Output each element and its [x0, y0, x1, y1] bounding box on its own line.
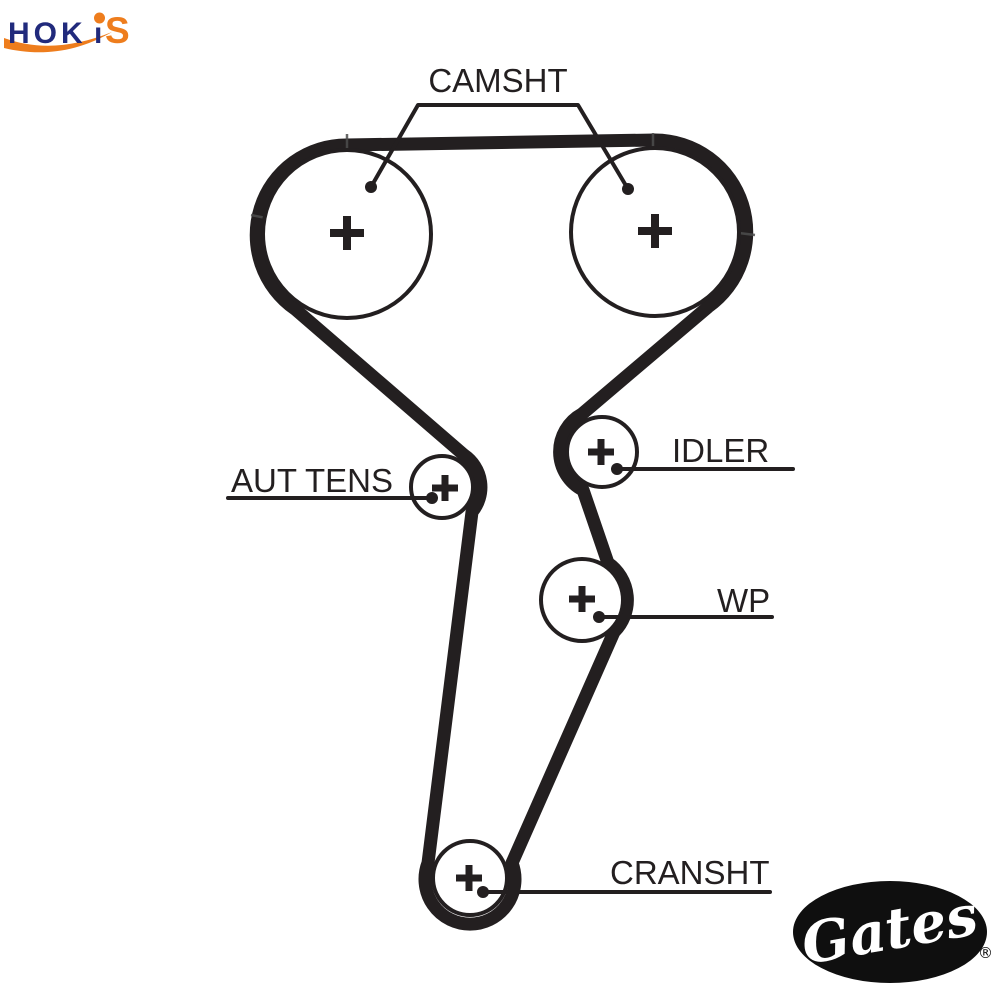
- camshaft-pulley-right: [569, 146, 741, 318]
- cross-mark: [456, 865, 482, 891]
- leader-dot: [426, 492, 438, 504]
- crankshaft-callout: CRANSHT: [477, 854, 772, 898]
- leader-dot: [611, 463, 623, 475]
- timing-mark-right-cam-side: [738, 231, 756, 237]
- camshaft-leader-line: [369, 103, 630, 191]
- cross-mark: [432, 475, 458, 501]
- water-pump-callout: WP: [593, 582, 774, 623]
- hokis-wordmark-hok: HOK: [8, 17, 87, 50]
- tensioner-callout: AUT TENS: [226, 462, 438, 504]
- camshaft-callout: CAMSHT: [365, 62, 634, 195]
- gates-logo: Gates ®: [793, 881, 993, 983]
- water-pump-pulley: [539, 557, 625, 643]
- label-idler: IDLER: [672, 432, 769, 469]
- crankshaft-pulley: [431, 839, 509, 917]
- camshaft-pulley-left: [261, 148, 433, 320]
- label-crankshaft: CRANSHT: [610, 854, 770, 891]
- label-water-pump: WP: [717, 582, 770, 619]
- gates-logo-oval: [793, 881, 987, 983]
- label-tensioner: AUT TENS: [231, 462, 393, 499]
- leader-dot-left: [365, 181, 377, 193]
- cross-mark: [569, 586, 595, 612]
- cross-mark: [638, 214, 672, 248]
- hokis-i-dot: [94, 12, 105, 24]
- timing-belt: [249, 133, 754, 931]
- hokis-logo: HOK ı S: [4, 10, 130, 53]
- label-camshaft: CAMSHT: [428, 62, 567, 99]
- hokis-swoosh: [4, 32, 112, 53]
- idler-pulley: [565, 415, 639, 489]
- cross-mark: [588, 439, 614, 465]
- leader-dot-right: [622, 183, 634, 195]
- hokis-wordmark-i: ı: [94, 17, 102, 50]
- gates-registered-mark: ®: [978, 944, 993, 962]
- leader-dot: [593, 611, 605, 623]
- idler-callout: IDLER: [611, 432, 795, 475]
- cross-mark: [330, 216, 364, 250]
- tensioner-pulley: [409, 454, 475, 520]
- leader-dot: [477, 886, 489, 898]
- hokis-wordmark-s: S: [105, 10, 130, 51]
